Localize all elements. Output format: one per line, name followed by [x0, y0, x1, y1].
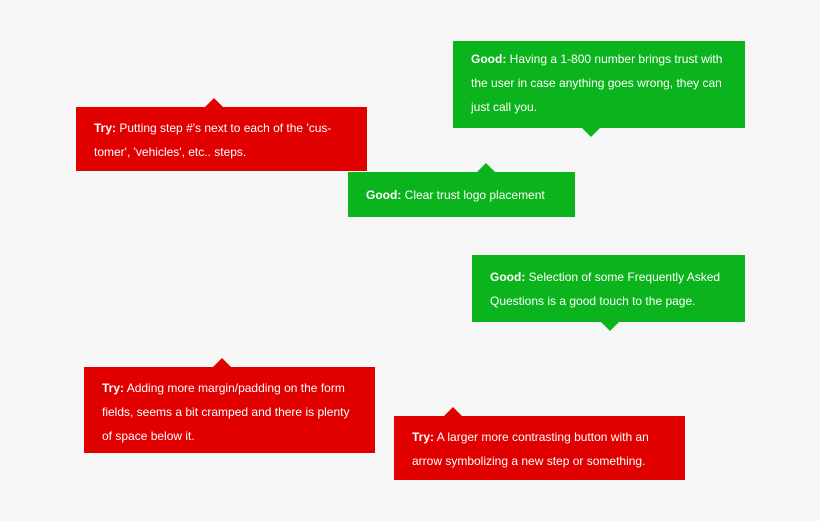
callout-label: Try:: [94, 121, 117, 135]
pointer-arrow: [582, 128, 600, 137]
good-callout-faq: Good: Selection of some Frequently Asked…: [472, 255, 745, 331]
callout-label: Good:: [366, 188, 402, 202]
try-callout-larger-button: Try: A larger more contrasting button wi…: [394, 407, 685, 480]
callout-text: Selection of some Frequently Asked Quest…: [490, 270, 721, 308]
callout-text: Putting step #'s next to each of the 'cu…: [94, 121, 332, 159]
callout-label: Good:: [490, 270, 526, 284]
callout-label: Try:: [102, 381, 125, 395]
callout-label: Try:: [412, 430, 435, 444]
good-callout-phone-number: Good: Having a 1-800 number brings trust…: [453, 41, 745, 137]
pointer-arrow: [213, 358, 231, 367]
callout-text: A larger more contrasting button with an…: [412, 430, 649, 468]
good-callout-trust-logo: Good: Clear trust logo placement: [348, 163, 575, 217]
callout-label: Good:: [471, 52, 507, 66]
callout-text: Having a 1-800 number brings trust with …: [471, 52, 723, 114]
try-callout-step-numbers: Try: Putting step #'s next to each of th…: [76, 98, 367, 171]
try-callout-form-padding: Try: Adding more margin/padding on the f…: [84, 358, 375, 453]
pointer-arrow: [477, 163, 495, 172]
pointer-arrow: [205, 98, 223, 107]
pointer-arrow: [601, 322, 619, 331]
pointer-arrow: [444, 407, 462, 416]
callout-text: Clear trust logo placement: [404, 188, 545, 202]
callout-text: Adding more margin/padding on the form f…: [102, 381, 350, 443]
